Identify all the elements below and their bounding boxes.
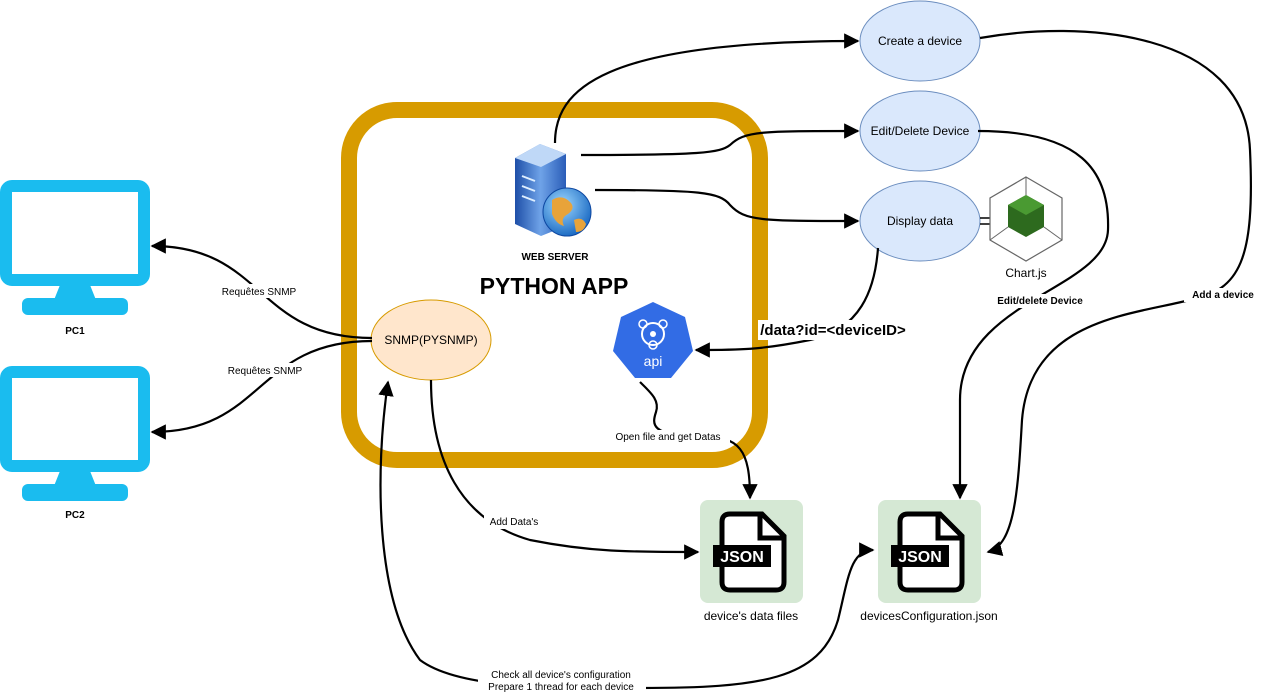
edge-label-check-config-2: Prepare 1 thread for each device [488,682,634,693]
chartjs-cube-icon [989,176,1063,262]
devices-config-badge: JSON [898,549,942,566]
edge-label-add-datas: Add Data's [490,517,539,528]
api-label: api [644,353,663,369]
create-device-node[interactable] [859,0,981,82]
web-server-label: WEB SERVER [521,252,589,263]
chartjs-label: Chart.js [1005,266,1046,280]
snmp-label: SNMP(PYSNMP) [384,333,477,347]
edge-label-edit-delete: Edit/delete Device [997,296,1083,307]
devices-config-json-icon [878,500,981,603]
edge-server-create [553,33,860,144]
create-device-label: Create a device [878,34,962,48]
pc2-label: PC2 [65,510,85,521]
devices-config-label: devicesConfiguration.json [860,609,997,623]
web-server-icon [515,144,592,237]
display-data-node[interactable] [859,180,981,262]
edge-label-data-query: /data?id=<deviceID> [760,322,906,339]
data-files-badge: JSON [720,549,764,566]
api-icon [613,302,693,378]
edge-label-open-file: Open file and get Datas [615,432,720,443]
edge-snmp-pc2 [150,339,373,440]
display-data-label: Display data [887,214,953,228]
edge-server-display [594,188,860,229]
pc1-label: PC1 [65,326,85,337]
edge-label-snmp-pc2: Requêtes SNMP [228,366,303,377]
pc1-monitor-icon [0,180,150,315]
pc2-monitor-icon [0,366,150,501]
edge-label-snmp-pc1: Requêtes SNMP [222,287,297,298]
edit-delete-device-label: Edit/Delete Device [871,124,970,138]
edge-label-check-config-1: Check all device's configuration [491,670,631,681]
edge-label-add-device: Add a device [1192,290,1254,301]
data-files-label: device's data files [704,609,798,623]
edge-server-edit [580,123,860,157]
python-app-label: PYTHON APP [480,273,629,299]
edge-edit-config [952,129,1110,500]
